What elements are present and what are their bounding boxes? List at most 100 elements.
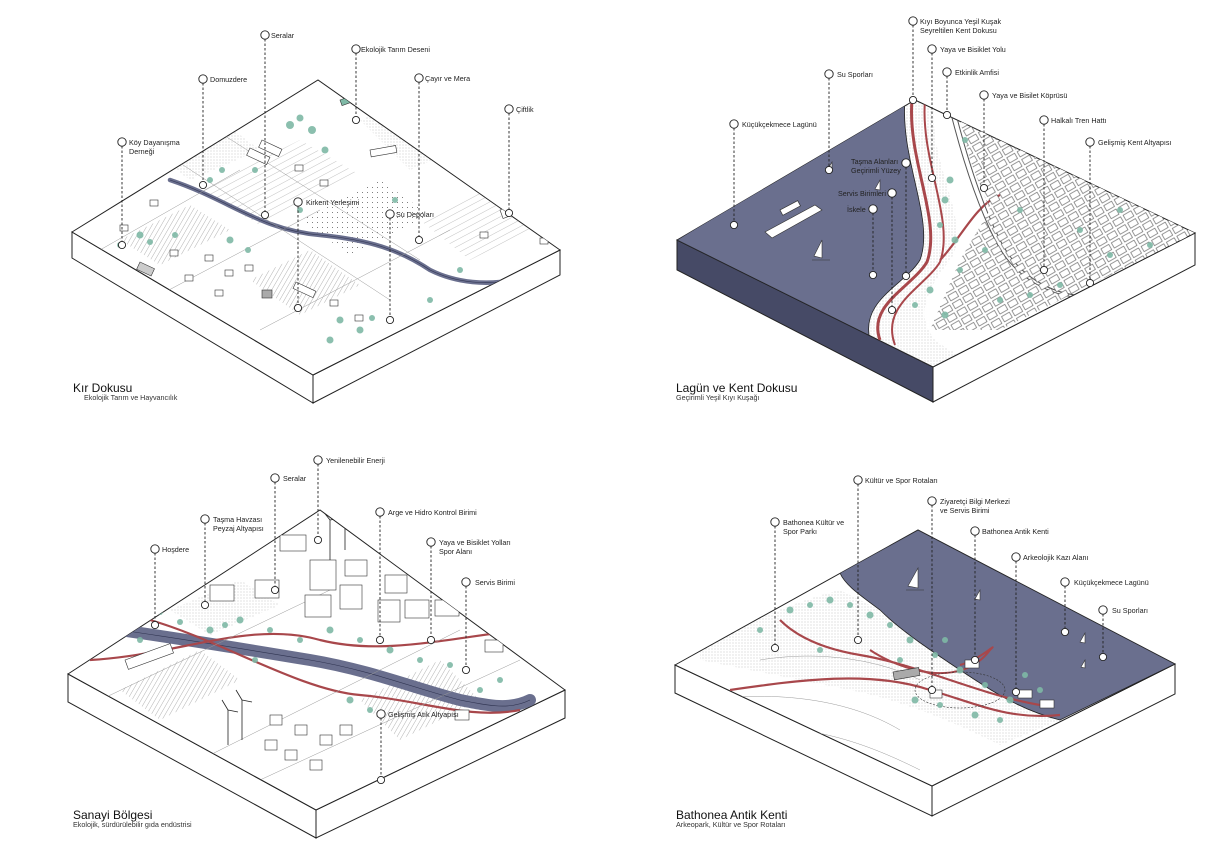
leader-marker xyxy=(200,514,210,524)
leader-marker xyxy=(385,209,395,219)
leader-marker xyxy=(1039,115,1049,125)
callout-sanayi-seralar: Seralar xyxy=(283,474,307,483)
panel-title-lagun: Lagün ve Kent Dokusu xyxy=(676,381,798,395)
panel-bathonea-art xyxy=(673,529,1177,817)
panel-sanayi-art xyxy=(67,509,566,839)
leader-marker xyxy=(979,183,989,193)
leader-marker xyxy=(198,74,208,84)
leader-marker xyxy=(270,585,280,595)
callout-bath-bilgi-merkezi: Ziyaretçi Bilgi Merkezi ve Servis Birimi xyxy=(940,497,1010,515)
leader-marker xyxy=(385,315,395,325)
leader-marker xyxy=(868,204,878,214)
callout-kir-kirkent: Kirkent Yerleşimi xyxy=(306,198,360,207)
leader-marker xyxy=(979,90,989,100)
callout-kir-cayir-mera: Çayır ve Mera xyxy=(425,74,471,83)
callout-sanayi-tasma: Taşma Havzası Peyzaj Altyapısı xyxy=(213,515,264,533)
leader-marker xyxy=(461,665,471,675)
leader-marker xyxy=(908,16,918,26)
leader-marker xyxy=(270,473,280,483)
callout-lagun-kopru: Yaya ve Bisilet Köprüsü xyxy=(992,91,1068,100)
callout-lagun-servis: Servis Birimleri xyxy=(838,189,886,198)
callout-lagun-lagun: Küçükçekmece Lagünü xyxy=(742,120,817,129)
callout-bath-antik-kent: Bathonea Antik Kenti xyxy=(982,527,1049,536)
callout-lagun-yesil-kusak: Kıyı Boyunca Yeşil Kuşak Seyreltilen Ken… xyxy=(920,17,1002,35)
leader-marker xyxy=(970,526,980,536)
callout-bath-lagun: Küçükçekmece Lagünü xyxy=(1074,578,1149,587)
callout-kir-domuzdere: Domuzdere xyxy=(210,75,248,84)
callout-sanayi-enerji: Yenilenebilir Enerji xyxy=(326,456,385,465)
leader-marker xyxy=(1060,627,1070,637)
panel-title-bathonea: Bathonea Antik Kenti xyxy=(676,808,788,822)
leader-marker xyxy=(376,775,386,785)
leader-marker xyxy=(351,115,361,125)
callout-bath-rotalar: Kültür ve Spor Rotaları xyxy=(865,476,938,485)
lagun-ship xyxy=(764,200,823,239)
leader-marker xyxy=(293,303,303,313)
callout-bath-su-sporlari: Su Sporları xyxy=(1112,606,1148,615)
leader-marker xyxy=(887,188,897,198)
leader-marker xyxy=(901,271,911,281)
leader-marker xyxy=(868,270,878,280)
panel-subtitle-kir: Ekolojik Tarım ve Hayvancılık xyxy=(84,393,178,402)
callout-lagun-kent-altyapisi: Gelişmiş Kent Altyapısı xyxy=(1098,138,1172,147)
callout-sanayi-hosdere: Hoşdere xyxy=(162,545,190,554)
callout-bath-kazi: Arkeolojik Kazı Alanı xyxy=(1023,553,1089,562)
leader-marker xyxy=(729,220,739,230)
leader-marker xyxy=(1098,605,1108,615)
callout-bath-kultur-parki: Bathonea Kültür ve Spor Parkı xyxy=(783,518,845,536)
leader-marker xyxy=(150,620,160,630)
panel-subtitle-sanayi: Ekolojik, sürdürülebilir gıda endüstrisi xyxy=(73,820,192,829)
leader-marker xyxy=(1098,652,1108,662)
leader-marker xyxy=(1085,278,1095,288)
bathonea-sailboat xyxy=(906,566,1086,669)
leader-marker xyxy=(293,197,303,207)
leader-marker xyxy=(770,517,780,527)
leader-marker xyxy=(824,69,834,79)
leader-marker xyxy=(504,208,514,218)
leader-marker xyxy=(375,507,385,517)
leader-marker xyxy=(313,455,323,465)
leader-marker xyxy=(1060,577,1070,587)
leader-marker xyxy=(942,67,952,77)
leader-marker xyxy=(901,158,911,168)
callout-sanayi-arge: Arge ve Hidro Kontrol Birimi xyxy=(388,508,477,517)
callout-lagun-amfi: Etkinlik Amfisi xyxy=(955,68,999,77)
callout-lagun-bisiklet-yolu: Yaya ve Bisiklet Yolu xyxy=(940,45,1006,54)
leader-marker xyxy=(461,577,471,587)
leader-marker xyxy=(927,685,937,695)
leader-marker xyxy=(260,210,270,220)
leader-marker xyxy=(313,535,323,545)
leader-marker xyxy=(1039,265,1049,275)
leader-marker xyxy=(1085,137,1095,147)
leader-marker xyxy=(504,104,514,114)
callout-kir-tarim-deseni: Ekolojik Tarım Deseni xyxy=(361,45,430,54)
leader-marker xyxy=(853,635,863,645)
leader-marker xyxy=(887,305,897,315)
leader-marker xyxy=(376,709,386,719)
leader-marker xyxy=(260,30,270,40)
leader-marker xyxy=(770,643,780,653)
leader-marker xyxy=(117,240,127,250)
leader-marker xyxy=(426,537,436,547)
leader-marker xyxy=(200,600,210,610)
leader-marker xyxy=(1011,687,1021,697)
callout-sanayi-yollar: Yaya ve Bisiklet Yolları Spor Alanı xyxy=(439,538,511,556)
callout-sanayi-atik: Gelişmiş Atık Altyapısı xyxy=(388,710,459,719)
callout-lagun-iskele: İskele xyxy=(847,205,866,214)
leader-marker xyxy=(927,44,937,54)
callout-kir-seralar: Seralar xyxy=(271,31,295,40)
callout-lagun-su-sporlari: Su Sporları xyxy=(837,70,873,79)
leader-marker xyxy=(942,110,952,120)
callout-lagun-tasma: Taşma Alanları Geçirimli Yüzey xyxy=(851,157,901,175)
callout-kir-koy-dernegi: Köy Dayanışma Derneği xyxy=(129,138,180,156)
leader-marker xyxy=(729,119,739,129)
panel-subtitle-bathonea: Arkeopark, Kültür ve Spor Rotaları xyxy=(676,820,786,829)
panel-kir-art xyxy=(71,79,561,404)
leader-marker xyxy=(927,496,937,506)
callout-kir-ciftlik: Çiftlik xyxy=(516,105,534,114)
leader-marker xyxy=(853,475,863,485)
leader-marker xyxy=(414,73,424,83)
panel-title-sanayi: Sanayi Bölgesi xyxy=(73,808,153,822)
leader-marker xyxy=(414,235,424,245)
